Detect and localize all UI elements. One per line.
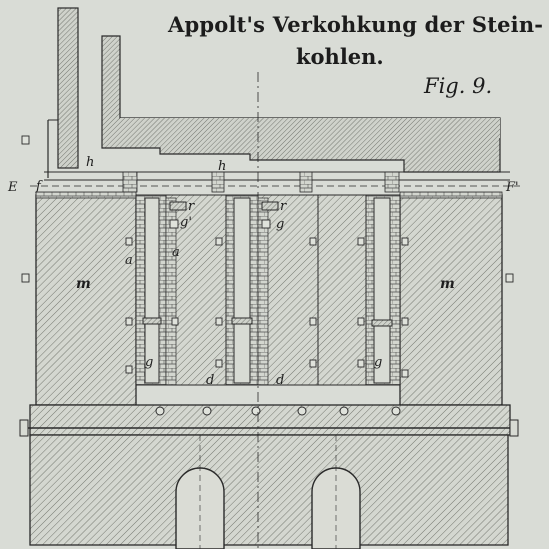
label-g-left: g <box>145 355 153 370</box>
label-m-left: m <box>76 276 91 292</box>
wall-openings <box>21 135 514 378</box>
label-g-center: g <box>276 217 284 232</box>
label-m-right: m <box>440 276 455 292</box>
central-wall-3 <box>317 194 367 386</box>
chamber-center <box>225 194 259 386</box>
stack-left <box>47 7 79 178</box>
label-h-upper: h <box>86 155 94 170</box>
label-d-1: d <box>206 373 214 388</box>
label-a-left: a <box>125 253 133 268</box>
figure-label: Fig. 9. <box>424 74 493 98</box>
chamber-crossbars <box>142 201 393 327</box>
flue-dividers <box>122 171 400 193</box>
chamber-right <box>365 194 401 386</box>
upper-flue-channel <box>30 35 520 187</box>
label-r-2: r <box>280 199 287 214</box>
label-a-inner: a <box>172 245 180 260</box>
grate-holes <box>155 406 401 416</box>
title-line-1: Appolt's Verkohkung der Stein- <box>168 12 544 37</box>
label-g-right: g <box>374 355 382 370</box>
label-f: f <box>35 179 43 194</box>
outer-wall-right <box>399 191 503 406</box>
label-F-prime: F' <box>505 180 519 195</box>
label-h-flue: h <box>218 159 226 174</box>
label-d-2: d <box>276 373 284 388</box>
foundation <box>19 404 519 546</box>
title-line-2: kohlen. <box>296 44 384 69</box>
label-g-prime: g' <box>180 215 192 230</box>
outer-wall-left <box>35 191 137 406</box>
label-E: E <box>7 180 18 195</box>
label-r-1: r <box>188 199 195 214</box>
